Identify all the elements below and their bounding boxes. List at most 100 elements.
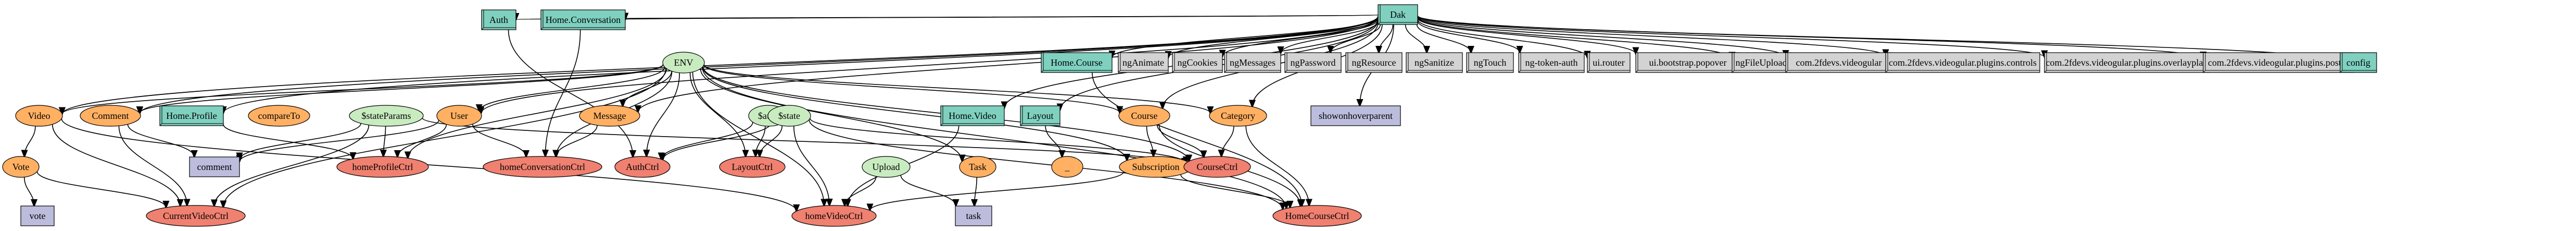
node-current-video-ctrl: CurrentVideoCtrl [146,205,246,227]
edges [24,15,2340,211]
edge-dak-to-ng-resource [1379,24,1394,53]
node-video: Video [15,105,63,127]
node-ng-resource-label: ngResource [1352,57,1396,68]
node-home-profile-ctrl-label: homeProfileCtrl [352,162,413,172]
node-ng-token-auth-fold [1518,53,1584,73]
node-com-2fdevs-controls: com.2fdevs.videogular.plugins.controls [1885,52,2040,73]
node-ui-bootstrap-popover-label: ui.bootstrap.popover [1649,57,1727,68]
node-ng-sanitize-label: ngSanitize [1415,57,1454,68]
edge-env-to-user [479,67,665,111]
node-layout-shape [1020,105,1060,126]
node-com-2fdevs-controls-label: com.2fdevs.videogular.plugins.controls [1889,57,2037,68]
edge-subscription-to-home-video-ctrl [870,172,1124,210]
node-ng-password: ngPassword [1284,52,1342,73]
node-ng-touch-shape [1466,52,1514,73]
node-config: config [2340,52,2377,73]
node-vote-shape [2,156,40,178]
node-home-profile-ctrl: homeProfileCtrl [336,156,429,178]
edge-dak-to-com-2fdevs-videogular [1417,16,1786,57]
edge-env-to-home-profile-ctrl [408,68,667,158]
edge-course-to-subscription [1146,126,1154,156]
node-home-video-ctrl: homeVideoCtrl [791,205,877,227]
edge-upload-to-task-dir [900,175,956,206]
node-course-ctrl-shape [1183,156,1251,178]
edge-category-to-home-course-ctrl [1245,126,1309,205]
edge-dak-to-com-2fdevs-overlayplay [1417,15,2044,57]
node-course-label: Course [1131,111,1158,121]
edge-dak-to-ng-sanitize [1405,24,1427,53]
edge-dak-to-comment [140,16,1379,114]
node-dak: Dak [1378,4,1418,25]
node-home-profile-label: Home.Profile [166,111,217,121]
node-com-2fdevs-overlayplay-fold [2044,53,2209,73]
node-state-params-label: $stateParams [362,111,411,121]
edge-env-to-video [62,64,664,114]
node-ng-messages-shape [1224,52,1281,73]
edge-env-to-home-video-ctrl [692,71,824,206]
node-ng-animate-label: ngAnimate [1122,57,1164,68]
node-com-2fdevs-poster-label: com.2fdevs.videogular.plugins.poster [2208,57,2348,68]
edge-course-to-course-ctrl [1156,125,1204,157]
node-message: Message [579,105,640,127]
edge-video-to-vote [24,126,36,157]
node-layout-fold [1020,106,1060,126]
node-env-shape [662,52,705,74]
node-category: Category [1209,105,1267,127]
node-task: Task [959,156,996,178]
node-config-label: config [2346,57,2370,68]
edge-dak-to-com-2fdevs-controls [1417,16,1886,56]
node-ng-cookies-label: ngCookies [1177,57,1217,68]
node-ng-resource: ngResource [1345,52,1403,73]
node-video-shape [15,105,63,127]
edge-video-to-home-video-ctrl [61,118,797,211]
node-vote-dir-label: vote [30,211,46,221]
node-ng-password-shape [1284,52,1342,73]
node-state-params: $stateParams [349,105,424,127]
node-home-course-ctrl: HomeCourseCtrl [1272,205,1362,227]
node-auth: Auth [481,9,516,30]
node-ng-messages-fold [1224,53,1281,73]
node-compare-to-label: compareTo [258,111,300,121]
node-home-video-ctrl-label: homeVideoCtrl [805,211,863,221]
node-home-video-fold [940,106,1004,126]
node-category-shape [1209,105,1267,127]
node-showonhoverparent-label: showonhoverparent [1319,111,1393,121]
edge-env-to-subscription [702,67,1127,161]
edge-subscription-to-home-course-ctrl [1180,174,1290,208]
node-home-course-label: Home.Course [1051,57,1102,68]
node-ui-bootstrap-popover: ui.bootstrap.popover [1635,52,1740,73]
edge-dak-to-ng-cookies [1222,19,1379,56]
node-env-label: ENV [674,57,693,68]
node-ng-token-auth-label: ng-token-auth [1525,57,1578,68]
node-state-label: $state [778,111,800,121]
node-ng-animate-shape [1118,52,1169,73]
node-auth-label: Auth [489,15,508,25]
edge-env-to-home-course-ctrl [702,67,1286,209]
node-underscore-shape [1051,156,1083,178]
edge-env-to-auth-ctrl [647,72,680,157]
node-showonhoverparent-shape [1310,105,1401,126]
node-state-shape [767,105,811,127]
node-home-conversation-fold [540,10,625,30]
node-ng-animate-fold [1118,53,1168,73]
edge-env-to-comment [140,64,664,113]
node-home-video: Home.Video [940,105,1005,126]
node-category-label: Category [1221,111,1255,121]
node-ng-cookies: ngCookies [1172,52,1223,73]
edge-home-conversation-to-home-conversation-ctrl [546,29,581,156]
node-com-2fdevs-poster: com.2fdevs.videogular.plugins.poster [2203,52,2354,73]
edge-category-to-course-ctrl [1221,126,1234,156]
edge-env-to-task [700,68,963,162]
node-message-shape [579,105,640,127]
node-subscription: Subscription [1119,156,1193,178]
edge-dak-to-ng-password [1331,24,1381,53]
edge-auth-to-auth-ctrl [508,29,633,157]
node-ng-file-upload-shape [1732,52,1791,73]
node-home-conversation-shape [540,9,626,30]
node-ng-password-label: ngPassword [1290,57,1335,68]
node-home-video-label: Home.Video [949,111,996,121]
node-current-video-ctrl-shape [146,205,246,227]
edge-dak-to-ng-token-auth [1417,20,1520,53]
node-com-2fdevs-overlayplay: com.2fdevs.videogular.plugins.overlaypla… [2044,52,2209,73]
